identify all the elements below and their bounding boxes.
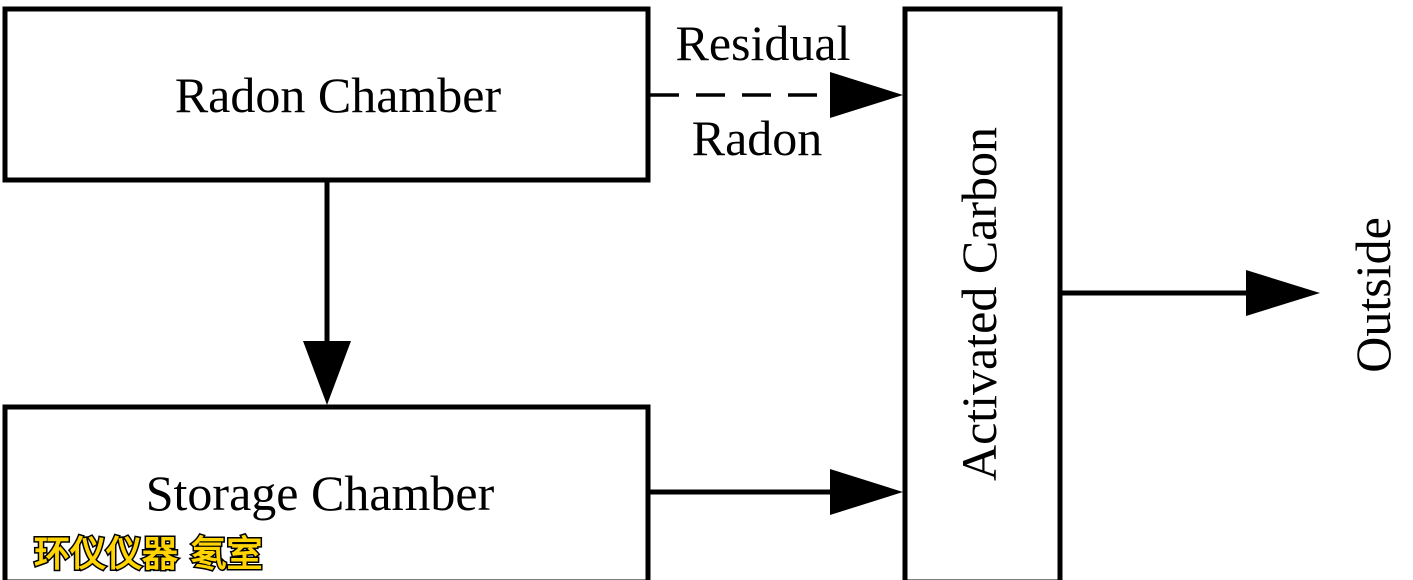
watermark-text: 环仪仪器 氡室 <box>34 534 263 575</box>
arrow-carbon-to-outside-head <box>1246 270 1320 316</box>
arrow-storage-to-carbon-head <box>830 469 903 515</box>
radon-chamber-node: Radon Chamber <box>2 6 651 183</box>
arrow-carbon-to-outside <box>1060 270 1320 316</box>
arrow-residual-radon: Residual Radon <box>650 15 903 166</box>
arrow-residual-radon-head <box>830 72 903 118</box>
radon-chamber-label: Radon Chamber <box>175 67 502 123</box>
activated-carbon-node: Activated Carbon <box>902 6 1063 580</box>
storage-chamber-box <box>2 404 651 580</box>
activated-carbon-box <box>902 6 1063 580</box>
arrow-radon-to-storage-head <box>303 341 351 405</box>
outside-label: Outside <box>1345 217 1401 373</box>
arrow-storage-to-carbon <box>648 469 903 515</box>
storage-chamber-label: Storage Chamber <box>146 465 495 521</box>
radon-chamber-box <box>2 6 651 183</box>
activated-carbon-label: Activated Carbon <box>951 127 1007 481</box>
radon-label: Radon <box>692 110 823 166</box>
residual-label: Residual <box>676 15 851 71</box>
arrow-radon-to-storage <box>303 180 351 405</box>
storage-chamber-node: Storage Chamber <box>2 404 651 580</box>
